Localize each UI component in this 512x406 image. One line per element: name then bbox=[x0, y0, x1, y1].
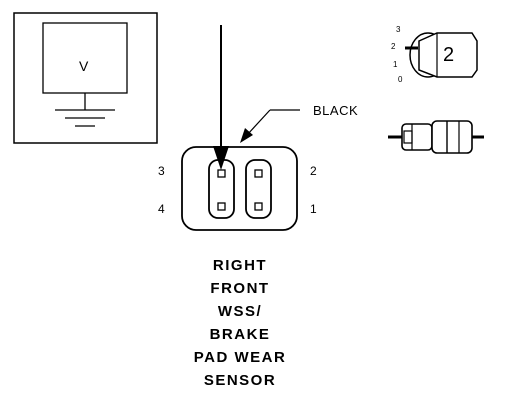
voltmeter bbox=[13, 12, 158, 144]
position-number: 2 bbox=[443, 44, 455, 66]
component-name: RIGHT FRONT WSS/ BRAKE PAD WEAR SENSOR bbox=[160, 254, 320, 392]
scale-label-0: 0 bbox=[398, 75, 403, 84]
scale-label-3: 3 bbox=[396, 25, 401, 34]
probe-arrow bbox=[213, 25, 229, 170]
terminal-pin-2 bbox=[254, 169, 263, 178]
scale-label-1: 1 bbox=[393, 60, 398, 69]
component-name-line: SENSOR bbox=[203, 372, 277, 389]
connector-housing bbox=[181, 146, 298, 231]
terminal-slot-right bbox=[245, 159, 272, 219]
wire-color-label: BLACK bbox=[313, 103, 359, 118]
terminal-slot-left bbox=[208, 159, 235, 219]
leader-arrowhead bbox=[240, 128, 253, 143]
pin-label-2: 2 bbox=[310, 164, 317, 178]
position-indicator-icon bbox=[405, 32, 478, 78]
pin-label-4: 4 bbox=[158, 202, 165, 216]
connector-side-view-icon bbox=[388, 120, 484, 154]
terminal-pin-1 bbox=[254, 202, 263, 211]
connector bbox=[181, 146, 298, 231]
scale-label-2: 2 bbox=[391, 42, 396, 51]
terminal-pin-4 bbox=[217, 202, 226, 211]
meter-voltage-label: V bbox=[79, 58, 89, 74]
meter-outer-frame bbox=[13, 12, 158, 144]
pin-label-3: 3 bbox=[158, 164, 165, 178]
pin-label-1: 1 bbox=[310, 202, 317, 216]
probe-arrowhead bbox=[213, 146, 229, 170]
component-name-line: BRAKE bbox=[209, 326, 271, 343]
component-name-line: WSS/ bbox=[217, 303, 263, 320]
component-name-line: PAD WEAR bbox=[193, 349, 287, 366]
component-name-line: RIGHT bbox=[212, 257, 268, 274]
leader-diagonal bbox=[246, 109, 271, 136]
component-name-line: FRONT bbox=[210, 280, 270, 297]
black-wire-leader bbox=[240, 109, 300, 143]
terminal-pin-3 bbox=[217, 169, 226, 178]
